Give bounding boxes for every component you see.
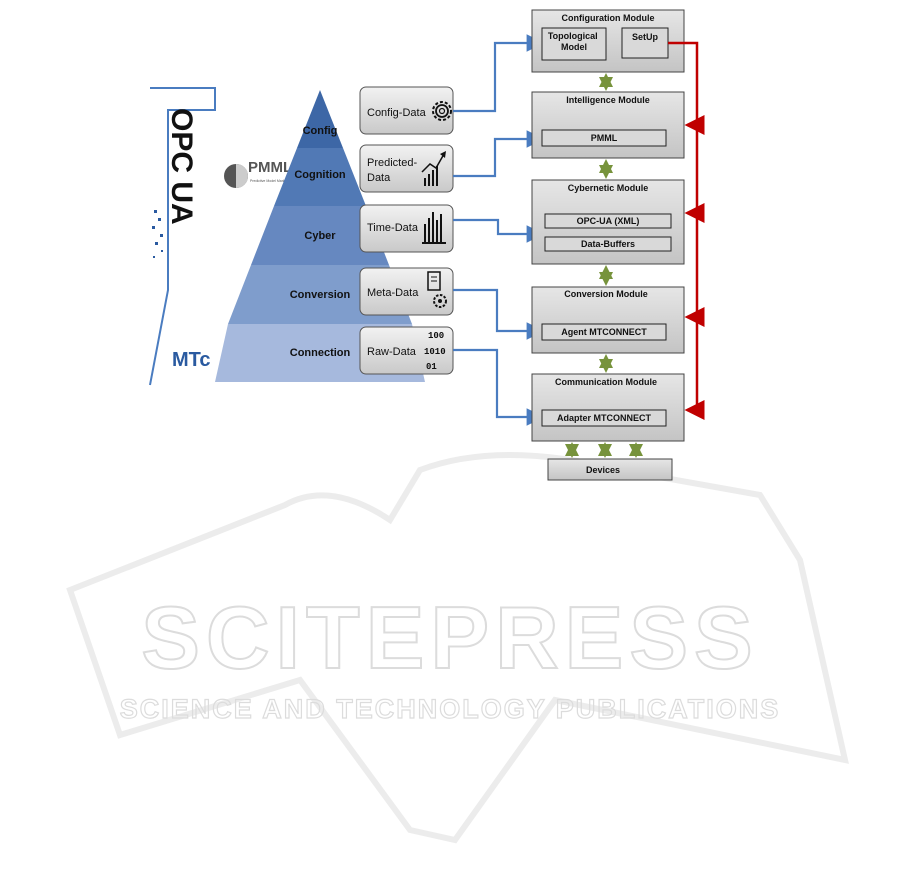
document-gear-icon: [427, 271, 447, 308]
svg-text:Time-Data: Time-Data: [367, 222, 419, 234]
svg-text:PMML: PMML: [248, 159, 292, 176]
connector-meta: [453, 288, 545, 340]
green-arrows: [565, 73, 643, 458]
svg-text:1010: 1010: [424, 347, 446, 357]
data-box-time: Time-Data: [359, 204, 454, 253]
connector-time: [453, 218, 545, 243]
setup-label: SetUp: [632, 32, 659, 42]
topological-model-label: Topological Model: [548, 31, 600, 52]
growth-chart-icon: [421, 151, 446, 186]
watermark: SCITEPRESS SCIENCE AND TECHNOLOGY PUBLIC…: [66, 452, 849, 844]
svg-text:Meta-Data: Meta-Data: [367, 287, 419, 299]
opc-ua-logo: OPC UA: [165, 108, 198, 225]
intelligence-module: Intelligence Module PMML: [531, 91, 685, 159]
gear-icon: [432, 101, 452, 121]
data-buffers-label: Data-Buffers: [581, 239, 635, 249]
configuration-module-title: Configuration Module: [562, 13, 655, 23]
watermark-sub: SCIENCE AND TECHNOLOGY PUBLICATIONS: [120, 694, 781, 724]
communication-module: Communication Module Adapter MTCONNECT: [531, 373, 685, 442]
red-feedback-bus: [668, 41, 705, 420]
adapter-mtconnect-label: Adapter MTCONNECT: [557, 413, 652, 423]
cybernetic-module: Cybernetic Module OPC-UA (XML) Data-Buff…: [531, 179, 685, 265]
blue-connectors: [453, 34, 545, 426]
watermark-main: SCITEPRESS: [141, 588, 758, 687]
pyramid-label-cognition: Cognition: [294, 169, 346, 181]
communication-module-title: Communication Module: [555, 377, 657, 387]
pyramid-label-cyber: Cyber: [304, 230, 336, 242]
topological-model-box: [541, 27, 607, 61]
svg-text:Predicted-Data: Predicted-Data: [367, 157, 417, 184]
agent-mtconnect-label: Agent MTCONNECT: [561, 327, 647, 337]
connector-raw: [453, 348, 545, 426]
data-box-meta: Meta-Data: [359, 267, 454, 316]
connector-predicted: [453, 130, 545, 178]
opc-ua-bracket: [149, 87, 216, 386]
pyramid-label-conversion: Conversion: [290, 289, 351, 301]
pyramid-level-cyber: [251, 206, 389, 265]
connector-config: [453, 34, 545, 113]
pyramid-label-connection: Connection: [290, 347, 351, 359]
configuration-module: Configuration Module Topological Model S…: [531, 9, 685, 73]
devices-box: Devices: [547, 458, 673, 481]
data-boxes: Config-Data Predicted-Data Time-Dat: [359, 86, 454, 375]
modules: Configuration Module Topological Model S…: [531, 9, 685, 481]
pyramid-label-config: Config: [303, 125, 338, 137]
setup-box: [621, 27, 669, 59]
intelligence-module-title: Intelligence Module: [566, 95, 650, 105]
svg-text:Config-Data: Config-Data: [367, 107, 427, 119]
pyramid-level-cognition: [274, 148, 366, 206]
svg-text:Predictive Model Markup Langua: Predictive Model Markup Language: [250, 179, 305, 183]
opc-ua-xml-label: OPC-UA (XML): [577, 216, 640, 226]
data-box-raw: Raw-Data 100 1010 01: [359, 326, 454, 375]
mtconnect-logo: MTc: [172, 349, 211, 371]
conversion-module-title: Conversion Module: [564, 289, 648, 299]
data-box-predicted: Predicted-Data: [359, 144, 454, 193]
conversion-module: Conversion Module Agent MTCONNECT: [531, 286, 685, 354]
data-box-config: Config-Data: [359, 86, 454, 135]
pyramid-level-config: [297, 90, 343, 148]
opc-ua-dots-icon: [152, 210, 163, 258]
side-logos: OPC UA PMML Predictive Model Markup Lang…: [149, 87, 305, 386]
bar-chart-icon: [422, 212, 446, 244]
svg-text:01: 01: [426, 362, 437, 372]
watermark-book-outline: [66, 452, 849, 844]
binary-icon: 100 1010 01: [424, 331, 446, 372]
svg-text:Raw-Data: Raw-Data: [367, 346, 417, 358]
pmml-label: PMML: [591, 133, 618, 143]
cybernetic-module-title: Cybernetic Module: [568, 183, 649, 193]
pmml-logo: PMML Predictive Model Markup Language: [224, 159, 305, 188]
svg-text:100: 100: [428, 331, 444, 341]
devices-label: Devices: [586, 465, 620, 475]
